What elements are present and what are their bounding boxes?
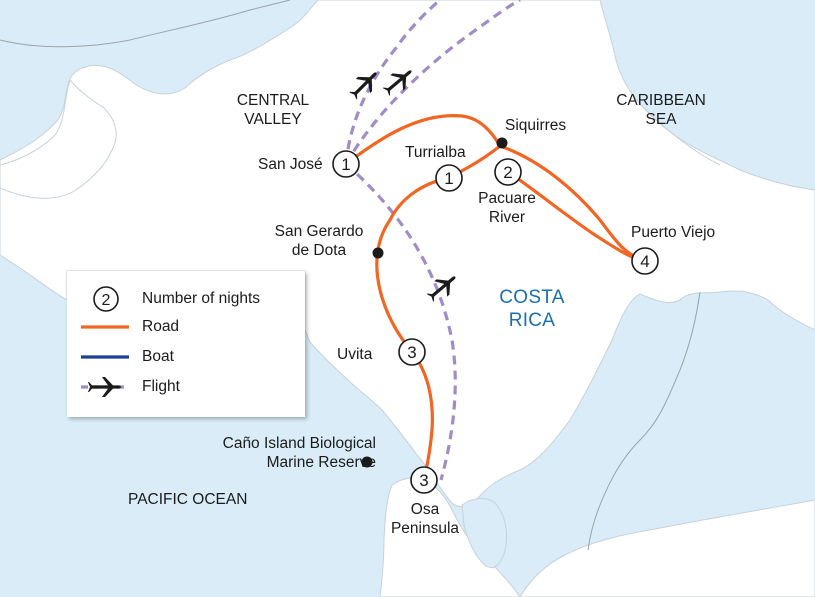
- border-nicaragua: [0, 0, 291, 48]
- place-pacuare-river: Pacuare River: [467, 189, 547, 227]
- san-gerardo-dot: [372, 247, 384, 259]
- region-caribbean-sea-line2: SEA: [645, 111, 677, 128]
- place-san-gerardo-line1: San Gerardo: [274, 223, 364, 240]
- siquirres-dot: [496, 137, 508, 149]
- legend-nights-example: 2: [102, 292, 111, 309]
- legend-label-nights: Number of nights: [142, 290, 261, 307]
- region-pacific-ocean: PACIFIC OCEAN: [128, 491, 248, 508]
- region-central-valley: CENTRAL VALLEY: [225, 91, 321, 129]
- cano-island-dot: [361, 456, 373, 468]
- country-label-line2: RICA: [508, 310, 556, 331]
- plane-icon-north-2: [382, 70, 412, 96]
- place-osa-peninsula: Osa Peninsula: [380, 500, 470, 538]
- flight-route-north-1: [344, 0, 442, 165]
- legend-boat-line-icon: [81, 355, 129, 359]
- nights-marker-turrialba: 1: [435, 164, 463, 192]
- place-cano-island-line1: Caño Island Biological: [222, 435, 376, 452]
- plane-icon-south: [426, 276, 456, 302]
- legend-flight-line-icon: [81, 377, 129, 397]
- place-pacuare-river-line1: Pacuare: [478, 190, 536, 207]
- place-siquirres: Siquirres: [505, 117, 567, 134]
- legend-plane-icon: [88, 377, 121, 397]
- place-san-gerardo-line2: de Dota: [291, 242, 347, 259]
- nights-count-puerto-viejo: 4: [640, 252, 649, 271]
- caribbean-coastline: [639, 103, 721, 166]
- place-puerto-viejo: Puerto Viejo: [631, 224, 716, 241]
- nights-count-turrialba: 1: [444, 169, 453, 188]
- nights-marker-uvita: 3: [398, 338, 426, 366]
- place-cano-island-line2: Marine Reserve: [266, 454, 376, 471]
- map-legend: 2 Number of nights Road Boat Flight: [67, 271, 305, 417]
- place-turrialba: Turrialba: [405, 144, 466, 161]
- flight-route-south: [344, 162, 457, 481]
- legend-row-nights: 2 Number of nights: [67, 285, 305, 313]
- place-uvita: Uvita: [337, 346, 373, 363]
- road-pacuare-puerto-viejo: [507, 170, 646, 263]
- country-label: COSTA RICA: [484, 286, 580, 332]
- nights-count-osa: 3: [419, 471, 428, 490]
- nights-marker-san-jose: 1: [332, 150, 360, 178]
- land-mainland: [0, 0, 815, 507]
- place-pacuare-river-line2: River: [488, 209, 526, 226]
- legend-label-boat: Boat: [142, 348, 174, 365]
- flight-route-north-2: [344, 0, 521, 165]
- nights-count-pacuare: 2: [503, 163, 512, 182]
- place-san-jose: San José: [258, 156, 323, 173]
- road-san-jose-siquirres: [345, 114, 502, 166]
- road-turrialba-osa: [375, 144, 501, 481]
- land-southern-coast: [519, 499, 815, 597]
- legend-label-flight: Flight: [142, 378, 180, 395]
- place-osa-line1: Osa: [410, 501, 440, 518]
- place-cano-island: Caño Island Biological Marine Reserve: [180, 434, 376, 472]
- region-caribbean-sea: CARIBBEAN SEA: [598, 91, 724, 129]
- region-central-valley-line1: CENTRAL: [236, 92, 310, 109]
- country-label-line1: COSTA: [499, 287, 565, 308]
- legend-label-road: Road: [142, 318, 180, 335]
- road-siquirres-puerto-viejo: [499, 144, 646, 263]
- land-nicoya-peninsula: [0, 78, 117, 199]
- nights-marker-pacuare: 2: [494, 158, 522, 186]
- legend-road-line-icon: [81, 325, 129, 329]
- golfo-dulce-water: [461, 497, 507, 568]
- nights-marker-puerto-viejo: 4: [631, 247, 659, 275]
- plane-icon-north-1: [349, 72, 377, 100]
- nights-count-san-jose: 1: [341, 155, 350, 174]
- nights-marker-osa: 3: [410, 466, 438, 494]
- legend-nights-marker-icon: 2: [93, 286, 119, 312]
- border-panama: [587, 291, 701, 551]
- legend-row-flight: Flight: [67, 373, 305, 401]
- place-osa-line2: Peninsula: [390, 520, 460, 537]
- nights-count-uvita: 3: [407, 343, 416, 362]
- legend-row-boat: Boat: [67, 343, 305, 371]
- legend-row-road: Road: [67, 313, 305, 341]
- region-central-valley-line2: VALLEY: [244, 111, 302, 128]
- place-san-gerardo-de-dota: San Gerardo de Dota: [268, 222, 370, 260]
- region-caribbean-sea-line1: CARIBBEAN: [616, 92, 706, 109]
